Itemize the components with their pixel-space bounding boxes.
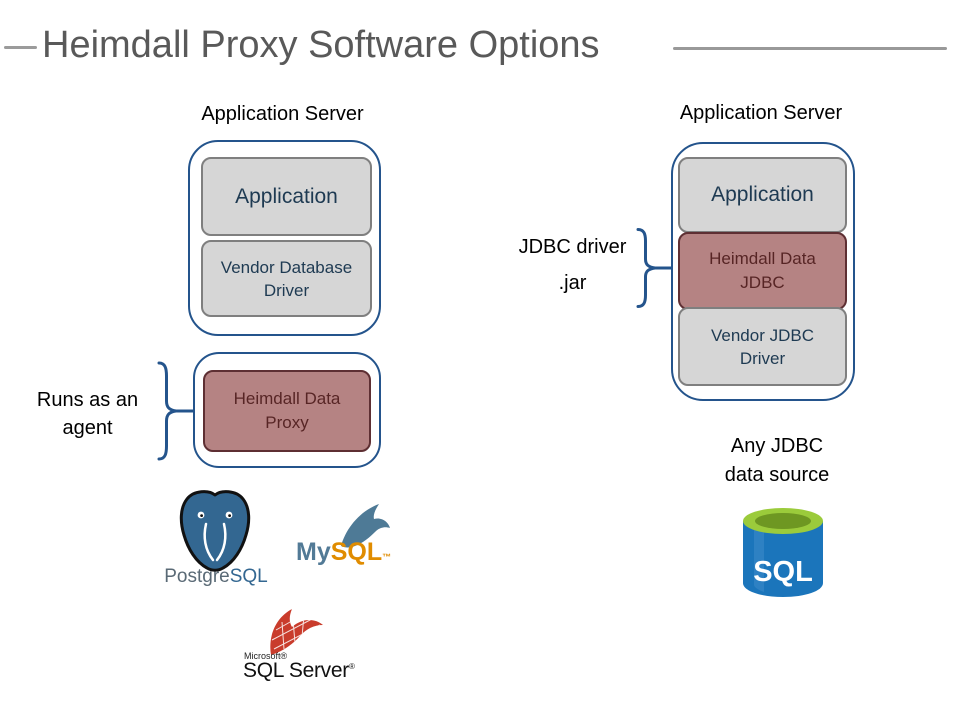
mysql-text-sql: SQL: [330, 538, 383, 566]
heimdall-data-jdbc-line2: JDBC: [740, 273, 785, 292]
title-rule-left: [4, 46, 37, 49]
mysql-dolphin-icon: [341, 504, 390, 548]
vendor-jdbc-driver-line2: Driver: [739, 348, 786, 368]
heimdall-data-jdbc-line1: Heimdall Data: [709, 249, 816, 268]
sql-server-logo-text: SQL Server®: [243, 659, 355, 683]
runs-as-agent-line1: Runs as an: [36, 389, 139, 411]
left-application-server-label: Application Server: [201, 103, 364, 125]
jdbc-driver-line2: .jar: [558, 272, 587, 294]
any-jdbc-datasource-label: Any JDBC data source: [697, 432, 857, 490]
any-jdbc-line1: Any JDBC: [730, 435, 824, 457]
runs-as-agent-line2: agent: [62, 417, 113, 439]
runs-as-agent-annotation: Runs as an agent: [25, 386, 150, 442]
sql-cylinder-text: SQL: [753, 556, 813, 588]
heimdall-data-proxy-line1: Heimdall Data: [233, 389, 341, 408]
right-application-server-label: Application Server: [679, 102, 843, 124]
left-brace-icon: [157, 361, 194, 461]
sql-server-swirl-icon: [270, 609, 323, 655]
heimdall-data-proxy-line2: Proxy: [265, 413, 309, 432]
jdbc-driver-line1: JDBC driver: [518, 236, 627, 258]
sql-database-cylinder-icon: SQL: [743, 508, 823, 597]
jdbc-driver-jar-annotation: JDBC driver .jar: [505, 236, 640, 295]
sql-server-registered-mark: ®: [348, 662, 355, 671]
mysql-text-my: My: [296, 538, 331, 566]
title-rule-right: [673, 47, 947, 50]
mysql-logo-text: MySQL™: [296, 538, 391, 567]
right-application-box: Application: [678, 157, 847, 233]
vendor-database-driver-line2: Driver: [263, 280, 310, 300]
left-application-box-label: Application: [235, 184, 338, 208]
right-brace-icon: [636, 228, 673, 308]
left-application-box: Application: [201, 157, 372, 236]
left-vendor-database-driver-box: Vendor Database Driver: [201, 240, 372, 317]
page-title: Heimdall Proxy Software Options: [42, 24, 600, 66]
vendor-jdbc-driver-line1: Vendor JDBC: [711, 325, 814, 345]
sql-server-product-name: SQL Server: [243, 659, 349, 682]
vendor-database-driver-line1: Vendor Database: [220, 257, 353, 277]
heimdall-data-proxy-box: Heimdall Data Proxy: [203, 370, 371, 452]
postgresql-elephant-icon: [179, 490, 251, 572]
heimdall-data-jdbc-box: Heimdall Data JDBC: [678, 232, 847, 310]
vendor-jdbc-driver-box: Vendor JDBC Driver: [678, 307, 847, 386]
postgresql-text-blue: SQL: [229, 566, 268, 587]
right-application-box-label: Application: [711, 183, 814, 206]
mysql-trademark: ™: [382, 552, 392, 562]
postgresql-logo-text: PostgreSQL: [158, 566, 274, 588]
any-jdbc-line2: data source: [724, 464, 830, 486]
postgresql-text-gray: Postgre: [164, 566, 230, 587]
microsoft-label: Microsoft®: [244, 651, 288, 661]
